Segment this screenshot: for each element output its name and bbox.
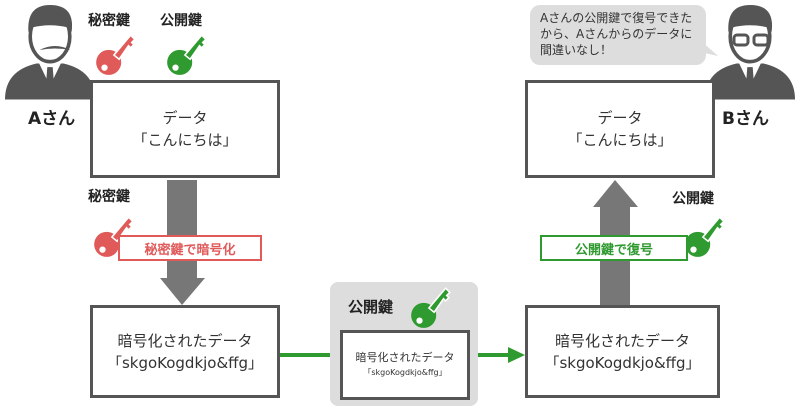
person-b-name: Bさん <box>722 109 769 129</box>
data-title: データ <box>162 109 208 127</box>
middle-public-key-icon <box>410 283 452 330</box>
data-title: データ <box>597 109 643 127</box>
private-key-icon <box>95 30 137 77</box>
speech-bubble-tail <box>700 40 718 56</box>
encrypted-title: 暗号化されたデータ <box>355 351 455 364</box>
person-a-avatar <box>5 0 95 100</box>
private-key-label: 秘密鍵 <box>88 13 130 29</box>
speech-bubble: Aさんの公開鍵で復号できたから、Aさんからのデータに間違いなし！ <box>530 5 706 65</box>
encrypted-value: 「skgoKogdkjo&ffg」 <box>544 353 701 372</box>
plaintext-data-box-a: データ 「こんにちは」 <box>90 80 280 178</box>
transfer-arrow <box>280 347 525 363</box>
decrypt-step-label: 公開鍵で復号 <box>540 235 688 261</box>
public-key-label-step: 公開鍵 <box>672 191 714 207</box>
data-value: 「こんにちは」 <box>132 131 238 149</box>
down-arrow <box>160 180 205 305</box>
encrypted-data-box-b: 暗号化されたデータ 「skgoKogdkjo&ffg」 <box>525 305 720 398</box>
speech-text: Aさんの公開鍵で復号できたから、Aさんからのデータに間違いなし！ <box>540 11 693 57</box>
encrypted-data-box-transit: 暗号化されたデータ 「skgoKogdkjo&ffg」 <box>340 330 470 400</box>
plaintext-data-box-b: データ 「こんにちは」 <box>525 80 715 178</box>
public-key-icon-step <box>684 212 726 259</box>
public-key-label: 公開鍵 <box>160 13 202 29</box>
data-value: 「こんにちは」 <box>567 131 673 149</box>
public-key-icon <box>166 30 208 77</box>
person-a-name: Aさん <box>28 109 76 129</box>
private-key-label-step: 秘密鍵 <box>88 189 130 205</box>
middle-public-key-label: 公開鍵 <box>348 298 394 316</box>
encrypted-value: 「skgoKogdkjo&ffg」 <box>106 353 264 372</box>
encrypted-value: 「skgoKogdkjo&ffg」 <box>363 368 447 377</box>
person-b-avatar <box>705 0 795 100</box>
encrypted-title: 暗号化されたデータ <box>117 331 253 350</box>
encrypted-title: 暗号化されたデータ <box>554 331 690 350</box>
encrypted-data-box-a: 暗号化されたデータ 「skgoKogdkjo&ffg」 <box>90 305 280 398</box>
encrypt-step-label: 秘密鍵で暗号化 <box>118 235 262 261</box>
